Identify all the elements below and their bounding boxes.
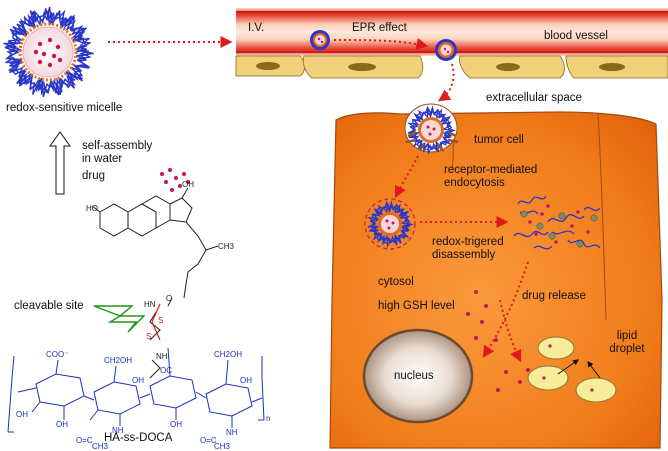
- receptor-endocytosis-label: receptor-mediated endocytosis: [444, 164, 538, 189]
- disassembled-polymer: [513, 195, 601, 250]
- drug-label: drug: [82, 170, 106, 182]
- chem-oc-3: O=C: [200, 436, 217, 445]
- chem-coo: COO⁻: [46, 350, 69, 359]
- nucleus-label: nucleus: [394, 370, 434, 382]
- chem-nh-3: NH: [226, 428, 238, 437]
- chem-oh-6: OH: [240, 376, 252, 385]
- chem-s2: S: [146, 332, 152, 341]
- micelle-label: redox-sensitive micelle: [6, 102, 123, 114]
- drug-dots: [160, 168, 190, 192]
- self-assembly-label: self-assembly in water: [82, 140, 153, 165]
- chem-s1: S: [158, 316, 164, 325]
- blood-vessel-label: blood vessel: [544, 30, 608, 42]
- polymer-name-label: HA-ss-DOCA: [104, 432, 173, 444]
- chem-oc-2: O=C: [76, 436, 93, 445]
- micelle-large: [3, 6, 94, 97]
- chem-oc: OC: [160, 366, 172, 375]
- high-gsh-label: high GSH level: [378, 300, 455, 312]
- chem-ch3-b: CH3: [92, 442, 109, 451]
- chem-o: O: [166, 294, 173, 303]
- chem-ch3: CH3: [218, 242, 235, 251]
- disulfide-bond: [151, 303, 161, 341]
- epr-label: EPR effect: [352, 22, 407, 34]
- micelle-receptor-bound: [405, 105, 459, 155]
- chem-ch2oh-1: CH2OH: [104, 356, 133, 365]
- chem-nh: NH: [156, 352, 168, 361]
- chem-oh-3: OH: [56, 420, 68, 429]
- chem-oh: OH: [182, 180, 194, 189]
- cytosol-label: cytosol: [378, 276, 414, 288]
- chem-oh-4: OH: [132, 376, 144, 385]
- epr-arrow: [333, 37, 429, 50]
- micelle-extravasating: [435, 39, 457, 61]
- chem-ho: HO: [86, 204, 98, 213]
- linker-chain: [149, 297, 173, 379]
- extracellular-space-label: extracellular space: [486, 92, 582, 104]
- chem-oh-2: OH: [16, 410, 28, 419]
- micelle-in-vessel: [310, 30, 330, 50]
- chem-ch2oh-2: CH2OH: [214, 350, 243, 359]
- chem-n: n: [266, 414, 271, 423]
- redox-disassembly-label: redox-trigered disassembly: [432, 236, 504, 261]
- endocytosis-arrow: [394, 155, 419, 199]
- chem-ch3-c: CH3: [214, 442, 231, 451]
- micelle-endosome: [364, 198, 416, 250]
- chem-hn: HN: [144, 300, 156, 309]
- cleavable-site-label: cleavable site: [14, 300, 84, 312]
- chem-oh-5: OH: [170, 420, 182, 429]
- blood-vessel: [235, 8, 668, 79]
- ha-backbone: [7, 347, 265, 433]
- endothelial-cells: [235, 55, 668, 79]
- lipid-droplets: [527, 336, 617, 403]
- hydrophobic-cores: [520, 210, 598, 248]
- drug-release-label: drug release: [522, 290, 586, 302]
- released-drug-cluster: [528, 204, 590, 244]
- extravasation-arrow: [438, 63, 455, 102]
- self-assembly-arrow: [49, 131, 71, 195]
- iv-label: I.V.: [248, 22, 265, 34]
- drug-release-arrow-1: [482, 261, 529, 359]
- doca-structure: [91, 187, 219, 299]
- tumor-cell-label: tumor cell: [474, 134, 524, 146]
- cytosol-drug-dots: [466, 290, 530, 392]
- drug-release-arrow-2: [499, 299, 522, 363]
- lipid-droplet-label: lipid droplet: [609, 330, 645, 355]
- nucleus: [362, 328, 474, 424]
- cleavable-site-bolt: [93, 305, 146, 333]
- chem-nh-2: NH: [112, 426, 124, 435]
